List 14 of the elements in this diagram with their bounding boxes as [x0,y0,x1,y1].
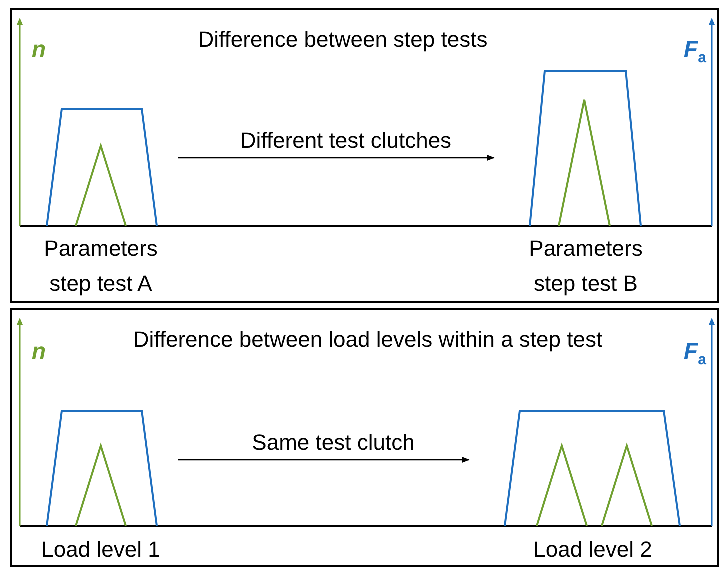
panel-frame [10,8,719,303]
profile-caption: Parameters step test A [43,235,159,298]
profile-caption: Load level 2 [532,536,654,564]
panel-title: Difference between load levels within a step test [132,326,604,354]
arrow [178,154,495,162]
axis-label: F$_{a}$ [684,338,706,371]
panel-title: Difference between step tests [197,26,489,54]
axis-label: n [32,338,46,364]
axis-label: F$_{a}$ [684,36,706,69]
axis-label: n [32,36,46,62]
arrow [178,456,470,464]
profile-caption: Load level 1 [40,536,162,564]
profile-caption: Parameters step test B [528,235,644,298]
panel-frame [10,308,719,567]
